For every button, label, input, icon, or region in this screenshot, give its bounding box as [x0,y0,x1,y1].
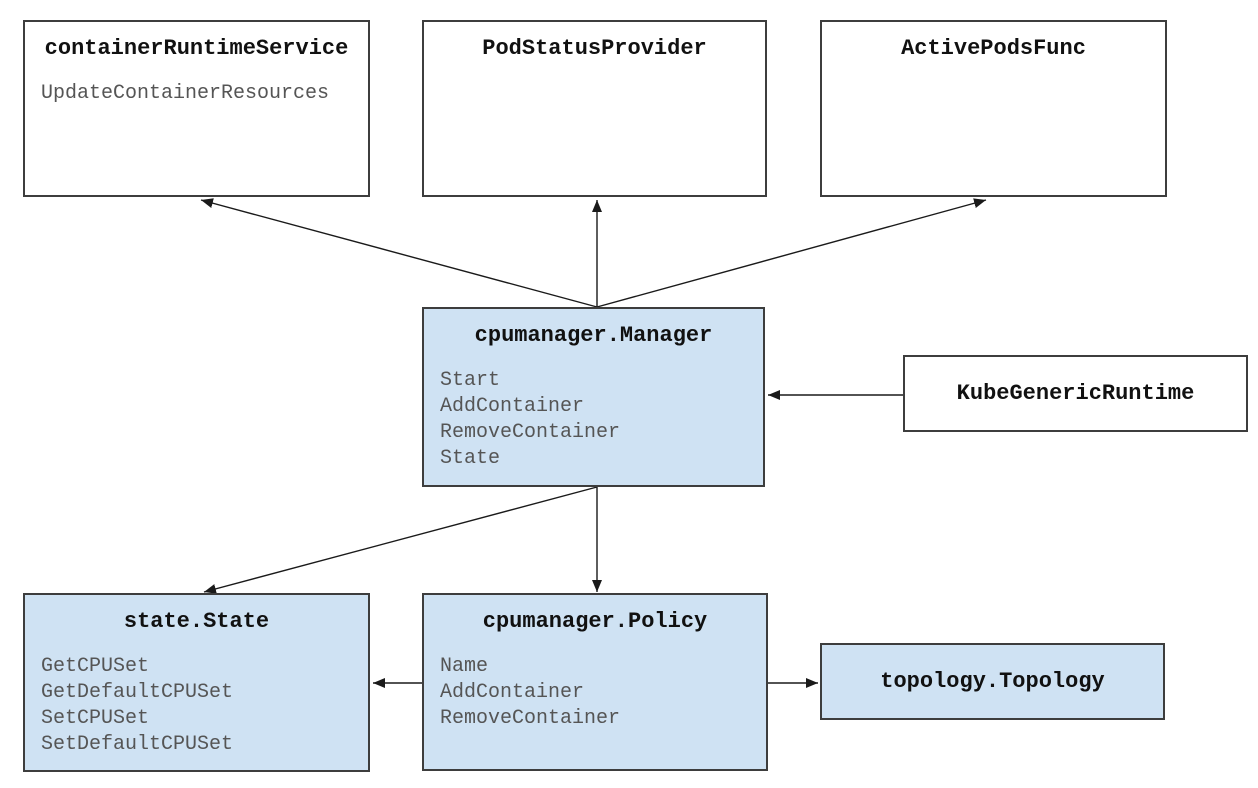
box-methods-container-runtime-service: UpdateContainerResources [41,82,330,105]
arrow-manager-to-statestate [203,486,598,594]
box-cpumanager-policy: cpumanager.Policy Name AddContainer Remo… [422,593,768,771]
box-title-active-pods-func: ActivePodsFunc [901,36,1086,61]
box-methods-state-state: GetCPUSet GetDefaultCPUSet SetCPUSet Set… [41,655,234,756]
box-container-runtime-service: containerRuntimeService UpdateContainerR… [23,20,370,197]
box-state-state: state.State GetCPUSet GetDefaultCPUSet S… [23,593,370,772]
arrow-manager-to-containerruntimeservice [200,198,598,308]
box-methods-cpumanager-manager: Start AddContainer RemoveContainer State [440,369,621,470]
box-title-state-state: state.State [123,609,270,634]
box-pod-status-provider: PodStatusProvider [422,20,767,197]
box-topology-topology: topology.Topology [820,643,1165,720]
box-title-cpumanager-manager: cpumanager.Manager [474,323,713,348]
box-title-pod-status-provider: PodStatusProvider [482,36,707,61]
box-kube-generic-runtime: KubeGenericRuntime [903,355,1248,432]
box-title-cpumanager-policy: cpumanager.Policy [482,609,708,634]
box-methods-cpumanager-policy: Name AddContainer RemoveContainer [440,655,621,730]
box-title-topology-topology: topology.Topology [880,669,1105,694]
box-active-pods-func: ActivePodsFunc [820,20,1167,197]
box-title-container-runtime-service: containerRuntimeService [44,36,349,61]
box-cpumanager-manager: cpumanager.Manager Start AddContainer Re… [422,307,765,487]
arrow-manager-to-activepodsfunc [596,198,987,308]
box-title-kube-generic-runtime: KubeGenericRuntime [956,381,1195,406]
